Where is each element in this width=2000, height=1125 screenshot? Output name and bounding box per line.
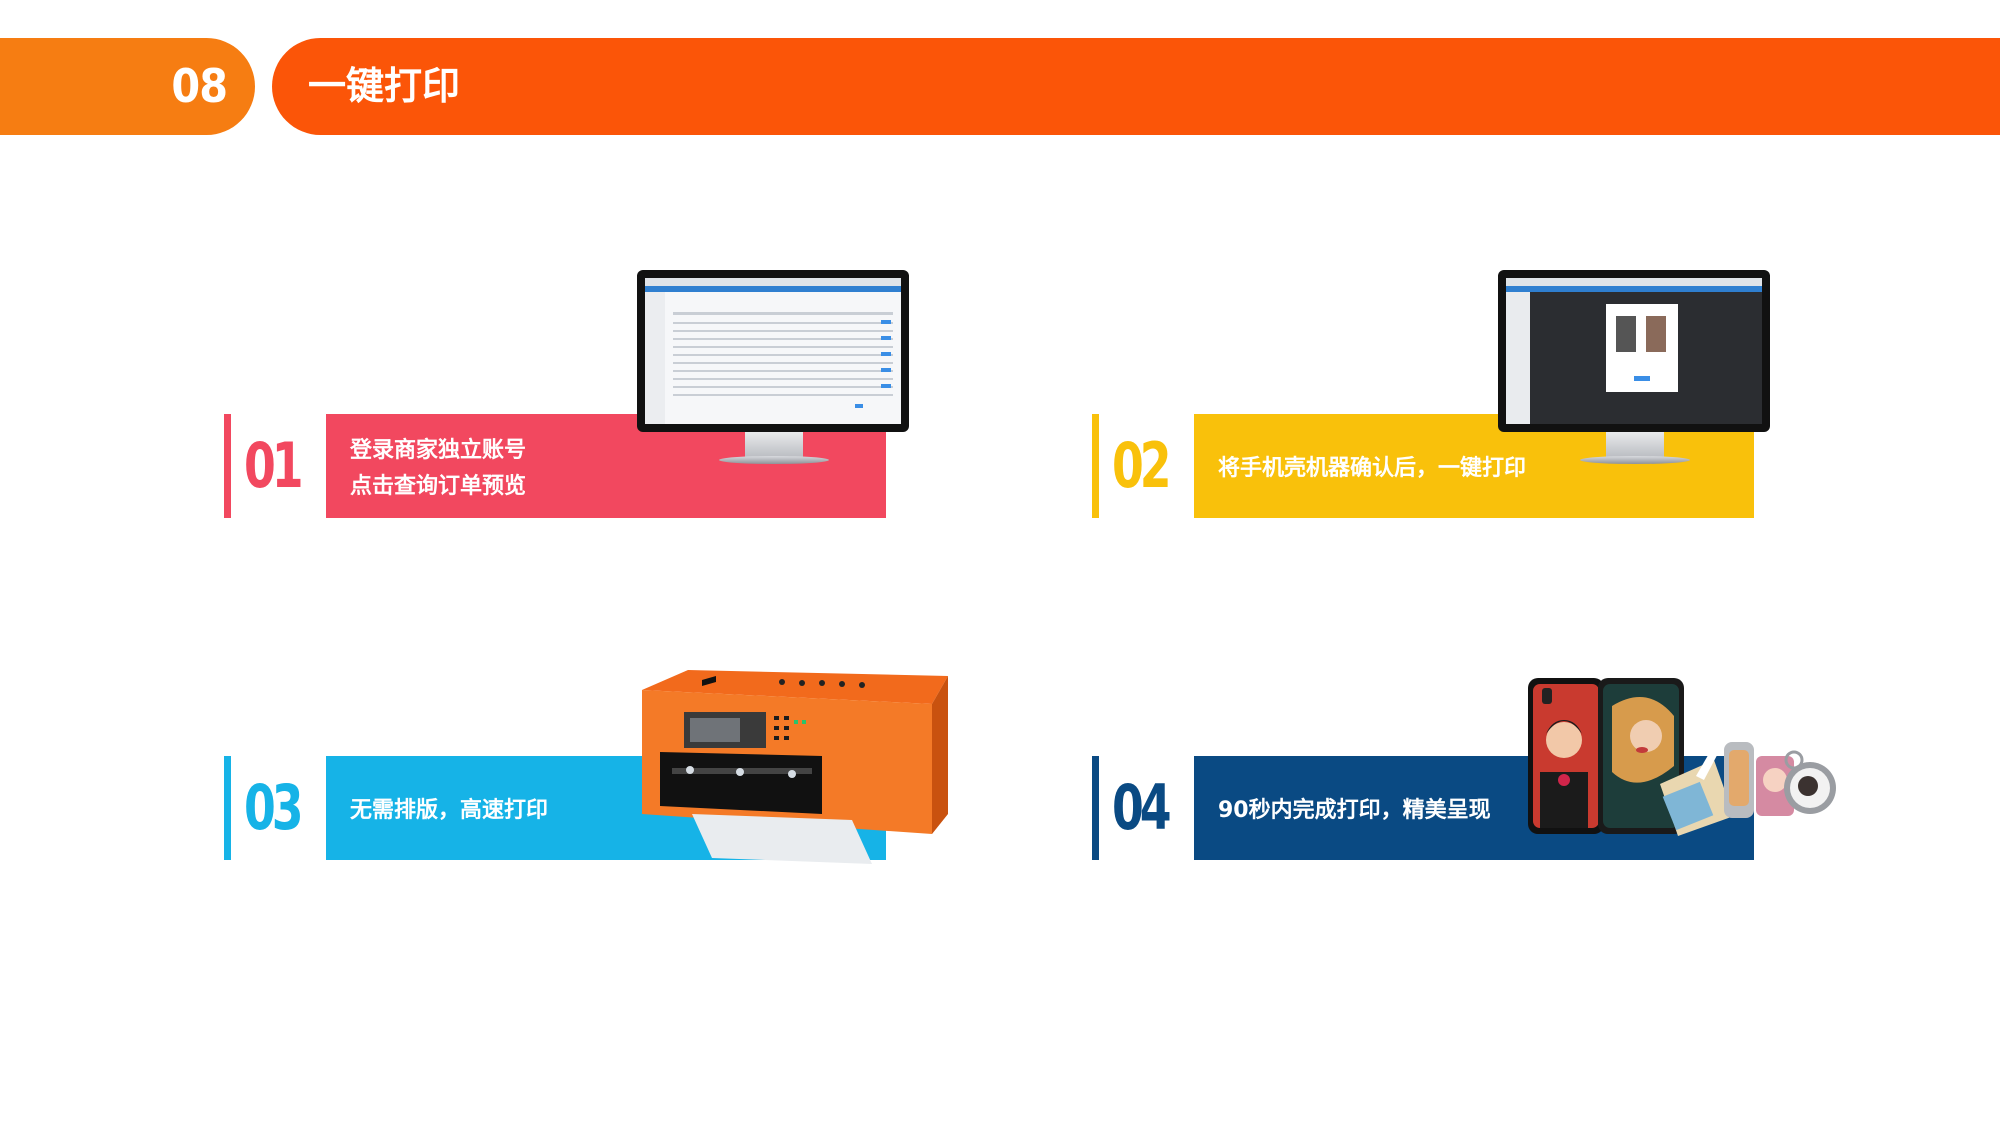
print-preview-screen-icon xyxy=(1506,278,1762,424)
step-accent-bar xyxy=(1092,756,1099,860)
step-band: 将手机壳机器确认后，一键打印 xyxy=(1194,414,1754,518)
step-text-line-2: 点击查询订单预览 xyxy=(350,474,527,499)
printed-products-icon xyxy=(1528,678,1836,836)
step-number: 01 xyxy=(244,429,304,502)
step-text-line-1: 无需排版，高速打印 xyxy=(350,798,549,823)
section-title-bar: 一键打印 xyxy=(272,38,2000,135)
section-title: 一键打印 xyxy=(308,64,461,108)
step-number: 04 xyxy=(1112,771,1172,844)
step-accent-bar xyxy=(1092,414,1099,518)
step-text-line-1: 登录商家独立账号 xyxy=(350,438,527,463)
step-accent-bar xyxy=(224,756,231,860)
step-text-line-1: 90秒内完成打印，精美呈现 xyxy=(1218,798,1491,823)
step-accent-bar xyxy=(224,414,231,518)
order-list-screen-icon xyxy=(645,278,901,424)
step-card-02: 02 将手机壳机器确认后，一键打印 xyxy=(1092,414,1982,518)
step-text-line-1: 将手机壳机器确认后，一键打印 xyxy=(1218,456,1527,481)
section-number: 08 xyxy=(171,59,228,113)
step-number: 02 xyxy=(1112,429,1172,502)
step-number: 03 xyxy=(244,771,304,844)
uv-printer-icon xyxy=(642,670,948,864)
section-number-badge: 08 xyxy=(0,38,255,135)
